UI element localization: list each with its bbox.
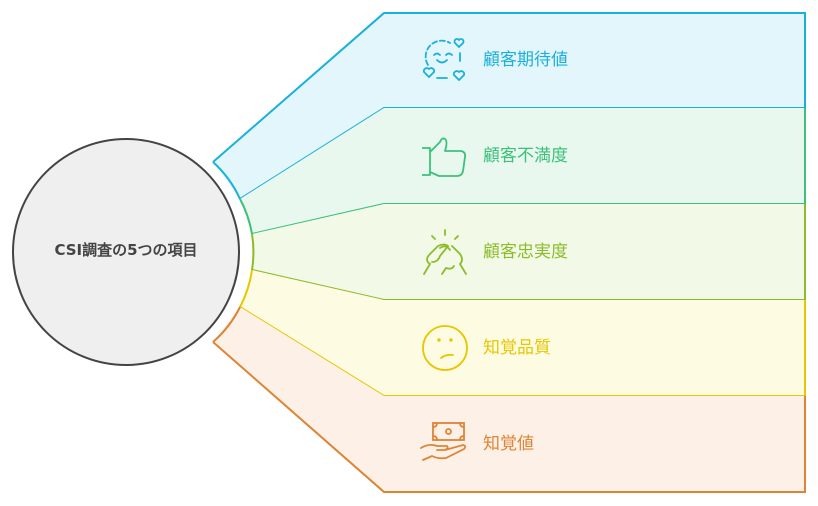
frown-face-icon [422,325,468,371]
center-circle [12,138,240,366]
smiling-face-hearts-icon [422,38,466,82]
band-perceived-quality [240,270,805,396]
item-label-customer-dissatisfaction: 顧客不満度 [483,146,568,166]
band-customer-expectation [213,13,805,199]
item-label-perceived-value: 知覚値 [483,434,534,454]
band-customer-loyalty [252,204,805,300]
item-label-perceived-quality: 知覚品質 [483,338,551,358]
center-title: CSI調査の5つの項目 [54,241,198,259]
handshake-icon [423,229,467,275]
item-label-customer-expectation: 顧客期待値 [483,50,568,70]
band-perceived-value [213,307,805,492]
band-border [212,341,806,493]
item-label-customer-loyalty: 顧客忠実度 [483,242,568,262]
money-hand-icon [420,422,467,461]
thumbs-up-icon [422,137,467,177]
band-customer-dissatisfaction [240,108,805,234]
